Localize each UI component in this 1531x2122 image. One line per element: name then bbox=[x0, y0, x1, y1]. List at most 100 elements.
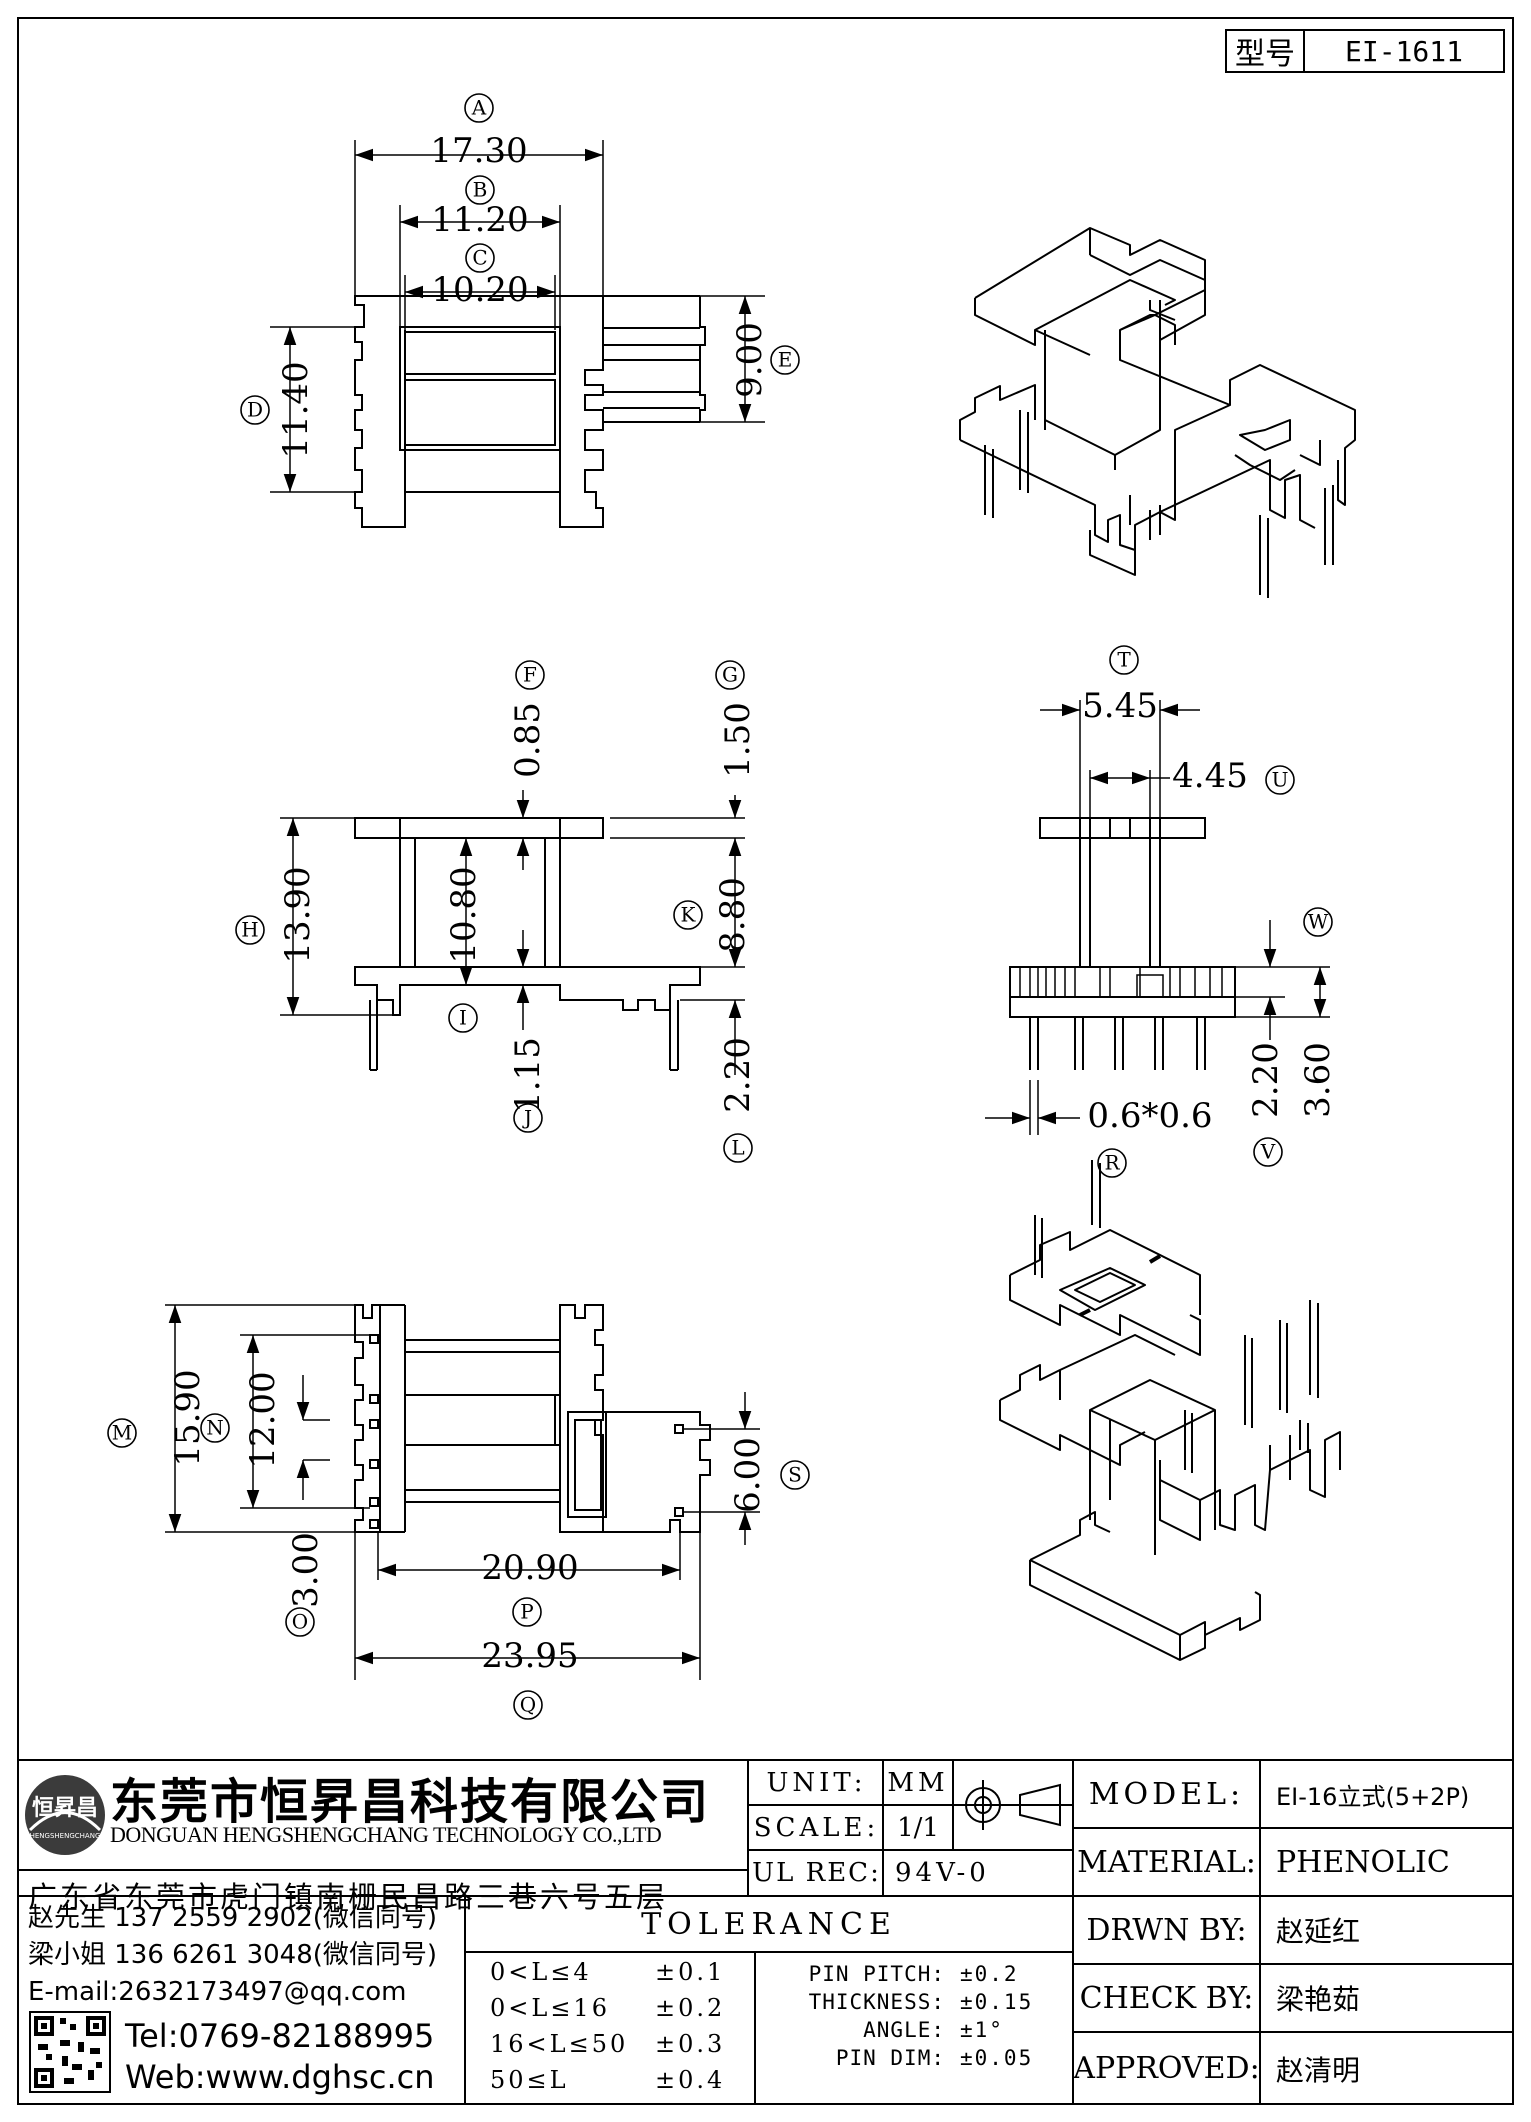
dimension-W: 3.60 bbox=[1298, 1042, 1338, 1118]
callout-circle bbox=[465, 175, 495, 205]
callout-circle bbox=[1303, 907, 1333, 937]
tolerance-title: TOLERANCE bbox=[641, 1906, 897, 1942]
dimension-E: 9.00 bbox=[730, 322, 770, 398]
callout-letter: H bbox=[241, 918, 258, 942]
callout-letter: G bbox=[722, 663, 738, 687]
qr-code bbox=[29, 2011, 111, 2093]
check-by-value: 梁艳茹 bbox=[1276, 1983, 1361, 2016]
title-block-grid bbox=[17, 1759, 1514, 2105]
contact-list: 赵先生 137 2559 2902(微信同号) 梁小姐 136 6261 3048… bbox=[28, 1900, 437, 2011]
callout-circle bbox=[235, 915, 265, 945]
dimension-G: 1.50 bbox=[718, 702, 758, 778]
callout-letter: D bbox=[247, 398, 263, 422]
callout-letter: C bbox=[472, 246, 487, 270]
logo-subtext: HENGSHENGCHANG bbox=[30, 1832, 101, 1840]
dimension-Q: 23.95 bbox=[481, 1636, 578, 1676]
callout-letter: L bbox=[731, 1136, 744, 1160]
material-value: PHENOLIC bbox=[1276, 1844, 1450, 1880]
dimension-M: 15.90 bbox=[168, 1369, 208, 1466]
callout-circle bbox=[1265, 765, 1295, 795]
contact-line: 梁小姐 136 6261 3048(微信同号) bbox=[28, 1940, 438, 1970]
spec-label: PIN DIM: bbox=[835, 2046, 945, 2070]
callout-letter: W bbox=[1308, 910, 1329, 934]
unit-label: UNIT: bbox=[766, 1767, 867, 1798]
website: Web:www.dghsc.cn bbox=[125, 2058, 435, 2096]
callout-letter: K bbox=[681, 903, 697, 927]
isometric-view-top bbox=[959, 227, 1356, 598]
scale-label: SCALE: bbox=[753, 1812, 880, 1843]
dimension-F: 0.85 bbox=[508, 702, 548, 778]
part-number-label: 型号 bbox=[1225, 29, 1305, 73]
tolerance-range: 0<L≤4 bbox=[490, 1958, 592, 1986]
callout-letter: I bbox=[459, 1006, 467, 1030]
callout-circle bbox=[464, 93, 494, 123]
callout-circle bbox=[673, 900, 703, 930]
callout-circle bbox=[513, 1690, 543, 1720]
contact-line: 赵先生 137 2559 2902(微信同号) bbox=[28, 1903, 438, 1933]
callout-letter: V bbox=[1260, 1140, 1276, 1164]
material-label: MATERIAL: bbox=[1077, 1844, 1256, 1880]
tolerance-value: ±0.4 bbox=[655, 2066, 726, 2094]
callout-letter: A bbox=[471, 96, 487, 120]
spec-value: ±0.2 bbox=[960, 1962, 1019, 1986]
company-logo: 恒昇昌 HENGSHENGCHANG bbox=[25, 1775, 105, 1855]
drawn-by-label: DRWN BY: bbox=[1086, 1912, 1247, 1948]
callout-circle bbox=[512, 1597, 542, 1627]
dimension-J: 1.15 bbox=[508, 1037, 548, 1113]
dimension-V: 2.20 bbox=[1246, 1042, 1286, 1118]
company-address: 广东省东莞市虎门镇南栅民昌路三巷六号五层 bbox=[28, 1880, 669, 1914]
approved-label: APPROVED: bbox=[1073, 2051, 1260, 2086]
callout-circle bbox=[240, 395, 270, 425]
dimension-S: 6.00 bbox=[728, 1437, 768, 1513]
check-by-label: CHECK BY: bbox=[1079, 1980, 1254, 2016]
top-view bbox=[270, 140, 765, 528]
callout-circle bbox=[465, 243, 495, 273]
dimension-N: 12.00 bbox=[243, 1371, 283, 1468]
spec-value: ±0.05 bbox=[960, 2046, 1034, 2070]
callout-letter: O bbox=[292, 1610, 308, 1634]
callout-circle bbox=[1097, 1148, 1127, 1178]
scale-value: 1/1 bbox=[897, 1812, 939, 1843]
callout-circle bbox=[200, 1413, 230, 1443]
dimension-I: 10.80 bbox=[444, 866, 484, 963]
dimension-K: 8.80 bbox=[713, 877, 753, 953]
callout-letter: J bbox=[522, 1106, 532, 1130]
callout-circle bbox=[780, 1460, 810, 1490]
callout-circle bbox=[1253, 1137, 1283, 1167]
model-label: MODEL: bbox=[1088, 1776, 1245, 1812]
dimension-R: 0.6*0.6 bbox=[1087, 1096, 1212, 1136]
callout-letter: E bbox=[778, 348, 793, 372]
spec-label: ANGLE: bbox=[863, 2018, 945, 2042]
dimension-D: 11.40 bbox=[276, 361, 316, 458]
callout-circle bbox=[448, 1003, 478, 1033]
isometric-view-bottom bbox=[999, 1160, 1341, 1661]
telephone: Tel:0769-82188995 bbox=[125, 2017, 435, 2055]
dimension-T: 5.45 bbox=[1082, 686, 1158, 726]
callout-letter: U bbox=[1272, 768, 1289, 792]
dimension-L: 2.20 bbox=[718, 1037, 758, 1113]
logo-text: 恒昇昌 bbox=[32, 1795, 98, 1821]
tolerance-value: ±0.1 bbox=[655, 1958, 726, 1986]
callout-circle bbox=[723, 1133, 753, 1163]
dimension-H: 13.90 bbox=[278, 866, 318, 963]
approved-value: 赵清明 bbox=[1276, 2053, 1361, 2087]
company-name-en: DONGUAN HENGSHENGCHANG TECHNOLOGY CO.,LT… bbox=[110, 1822, 662, 1847]
dimension-P: 20.90 bbox=[481, 1548, 578, 1588]
company-name-cn: 东莞市恒昇昌科技有限公司 bbox=[110, 1774, 711, 1830]
callout-circle bbox=[770, 345, 800, 375]
dimension-A: 17.30 bbox=[430, 131, 527, 171]
callout-circle bbox=[285, 1607, 315, 1637]
tolerance-range: 0<L≤16 bbox=[490, 1994, 610, 2022]
tolerance-value: ±0.3 bbox=[655, 2030, 726, 2058]
spec-label: PIN PITCH: bbox=[808, 1962, 945, 1986]
tolerance-range: 50≤L bbox=[490, 2066, 569, 2094]
spec-value: ±1° bbox=[960, 2018, 1004, 2042]
tolerance-range: 16<L≤50 bbox=[490, 2030, 629, 2058]
side-view bbox=[985, 700, 1330, 1135]
callout-letter: B bbox=[473, 178, 488, 202]
bottom-view bbox=[165, 1304, 760, 1680]
drawn-by-value: 赵延红 bbox=[1276, 1915, 1361, 1948]
callout-letter: T bbox=[1117, 648, 1131, 672]
drawing-frame bbox=[17, 17, 1514, 2105]
